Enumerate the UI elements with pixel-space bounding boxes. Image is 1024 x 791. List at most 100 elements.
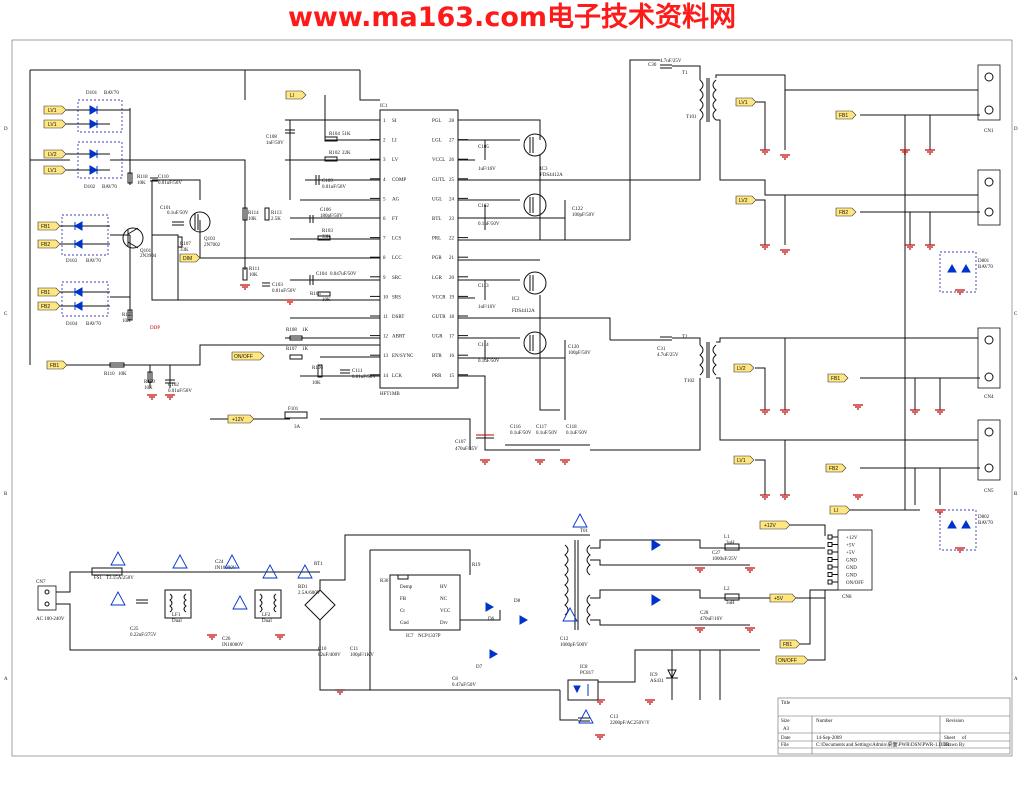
ic1-pin-number: 24 [449, 197, 455, 202]
border-letter-b-right: B [1014, 492, 1018, 497]
ic1-pin-name: VCCR [432, 295, 446, 300]
label-l2: L2 [724, 587, 730, 592]
label-q103: Q103 [204, 237, 216, 242]
label-c25: C25 [130, 627, 139, 632]
cn8-pin-label: GND [846, 574, 857, 579]
tb-date: 14-Sep-2009 [816, 736, 842, 741]
ic1-pin-name: LCC [392, 256, 402, 261]
bridge-rectifier: BD1 2.5A/600V RT1 C10 82uF/400V C11 100p… [298, 534, 590, 691]
label-c102: C102 [168, 383, 179, 388]
label-c11: C11 [350, 647, 359, 652]
ic1-pin-name: SRS [392, 295, 401, 300]
left-component-labels: R118 10K C110 0.01uF/50V C101 0.1uF/50V … [104, 172, 308, 430]
ic1-pin-number: 9 [383, 276, 386, 281]
label-bav70b: BAV70 [102, 185, 117, 190]
label-lf1: LF1 [172, 613, 181, 618]
cn8-pin-label: +5V [846, 551, 855, 556]
label-c26: C26 [222, 637, 231, 642]
label-c27: C27 [712, 551, 721, 556]
border-letter-b: B [4, 492, 8, 497]
tag-rlv3: LV2 [737, 366, 746, 372]
diode-d104: D104 BAV70 [60, 281, 110, 327]
label-c110: C110 [158, 175, 169, 180]
label-c102b-value: 0.1uF/50V [478, 222, 500, 227]
label-c30-value: 4.7uF/25V [660, 59, 682, 64]
border-letter-c: C [4, 312, 8, 317]
warning-icon [110, 591, 126, 606]
tb-sheet: of [962, 736, 967, 741]
ic1-pin-name: UGL [432, 197, 442, 202]
ic1-pin-name: BTL [432, 217, 441, 222]
label-c24-value: IN10000V [215, 566, 237, 571]
label-d101: D101 [86, 91, 98, 96]
tag-rfb2: FB2 [839, 210, 848, 216]
watermark-banner: www.ma163.com电子技术资料网 [287, 2, 737, 33]
ic1-pin-number: 8 [383, 256, 386, 261]
mosfet-ic2-bottom: IC2 FDS4412A [512, 297, 547, 355]
label-d8: D8 [514, 599, 521, 604]
tag-dim: DIM [183, 256, 192, 262]
tb-drawn-label: Drawn By [944, 743, 965, 748]
label-ic2-type: FDS4412A [512, 309, 535, 314]
tag-rlv2: LV2 [739, 198, 748, 204]
label-c12-value: 1000pF/500V [560, 643, 588, 648]
tag-lv2a: LV2 [48, 152, 57, 158]
connector-cn4: CN5 [977, 419, 1001, 494]
diode-d101: D101 BAV70 [65, 91, 130, 133]
label-lf2-text: Dual [262, 619, 272, 624]
label-d802-type: BAV70 [978, 521, 993, 526]
svg-text:NC: NC [440, 597, 448, 602]
label-c102b: C102 [478, 204, 489, 209]
warning-icon [232, 595, 248, 610]
label-c113: C113 [478, 284, 489, 289]
tag-p5v: +5V [774, 596, 784, 602]
label-c118: C118 [566, 425, 577, 430]
ic1-pin-number: 17 [449, 335, 455, 340]
label-r107b: R107 [286, 347, 297, 352]
svg-text:VCC: VCC [440, 609, 451, 614]
ic1-pin-number: 13 [383, 354, 389, 359]
label-c24: C24 [215, 560, 224, 565]
label-t102: T102 [684, 379, 695, 384]
label-c108-value: 1nF/50V [266, 141, 284, 146]
label-c105-value: 1uF/16V [478, 167, 496, 172]
label-c104: C104 [316, 272, 327, 277]
label-c116: C116 [510, 425, 521, 430]
border-letter-c-right: C [1014, 312, 1018, 317]
label-c106: C106 [320, 208, 331, 213]
svg-text:Demp: Demp [400, 585, 413, 590]
ic1-pin-number: 15 [449, 374, 455, 379]
label-r19: R19 [472, 563, 481, 568]
ic1-pin-number: 11 [383, 315, 388, 320]
tag-lv1a: LV1 [48, 108, 57, 114]
ic1-pin-name: LGR [432, 276, 443, 281]
label-c108: C108 [266, 135, 277, 140]
ic1-pin-number: 10 [383, 295, 389, 300]
label-r103-value: 33K [322, 235, 331, 240]
label-lf1-text: Dual [172, 619, 182, 624]
label-r110: R110 [104, 372, 115, 377]
label-q103-type: 2N7002 [204, 243, 221, 248]
label-c13-value: 2200pF/AC250V/Y [610, 721, 650, 726]
ic1-pin-name: GUTR [432, 315, 446, 320]
label-d102: D102 [84, 185, 96, 190]
svg-text:Gnd: Gnd [400, 621, 409, 626]
label-d801-type: BAV70 [978, 265, 993, 270]
label-r113-value: 2.5K [271, 217, 281, 222]
ic1-pin-number: 20 [449, 276, 455, 281]
tb-sheet-label: Sheet [944, 736, 956, 741]
mosfet-ic3-top [523, 133, 547, 157]
label-c31: C31 [657, 347, 666, 352]
ic1-pin-name: GUTL [432, 178, 445, 183]
label-r108-value: 1K [302, 328, 309, 333]
label-c107: C107 [455, 440, 466, 445]
ic1-pin-name: COMP [392, 178, 406, 183]
ic1-pin-name: AG [392, 197, 400, 202]
warning-icon [224, 554, 240, 569]
label-r106-value: 10K [312, 381, 321, 386]
label-c110-value: 0.01uF/50V [158, 181, 182, 186]
label-c111-value: 0.01uF/50V [352, 375, 376, 380]
ic1-pin-number: 22 [449, 237, 455, 242]
ic1-pin-number: 23 [449, 217, 455, 222]
connector-cn1: CN1 [977, 64, 1001, 134]
